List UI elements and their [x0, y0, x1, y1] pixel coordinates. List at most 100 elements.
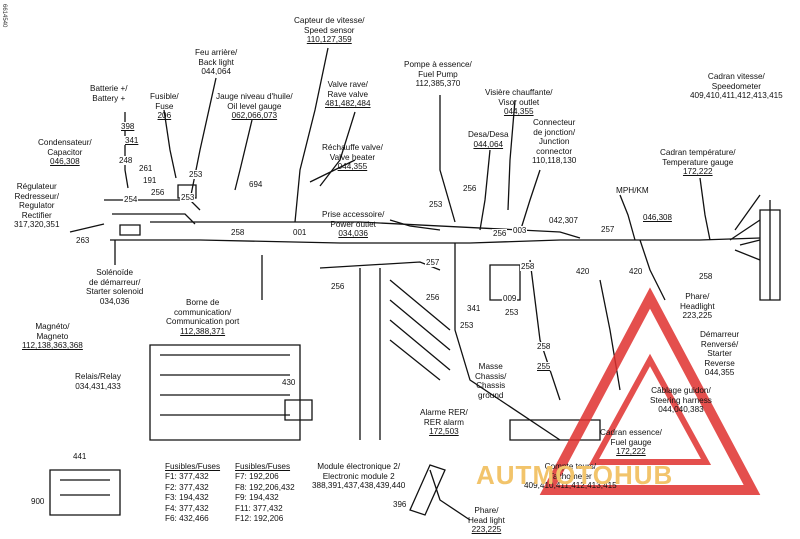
speedo-fan: [729, 194, 761, 261]
wire-263: 263: [75, 236, 91, 245]
wire-256-e: 256: [425, 293, 441, 302]
visor-lead: [507, 99, 516, 211]
main-harness-trunk: [110, 237, 761, 244]
wire-257-a: 257: [600, 225, 616, 234]
power-outlet-lead: [389, 219, 441, 231]
connector-small-4: [759, 209, 781, 301]
ecu-loop: [319, 261, 441, 271]
label-battery: Batterie +/Battery +: [90, 84, 128, 103]
wire-341: 341: [124, 136, 140, 145]
wire-256-d: 256: [330, 282, 346, 291]
speed-sensor-lead: [294, 47, 329, 223]
fuse-lead: [163, 109, 177, 179]
wire-420-b: 420: [628, 267, 644, 276]
wire-042-307: 042,307: [548, 216, 579, 225]
wire-396: 396: [392, 500, 408, 509]
battery-lead: [124, 112, 129, 189]
temp-gauge-lead: [699, 177, 711, 241]
wire-253-c: 253: [428, 200, 444, 209]
headlight-bottom-body: [409, 464, 446, 516]
relay-block: [284, 399, 313, 421]
fuse-box-inner: [160, 354, 290, 416]
wire-256-a: 256: [150, 188, 166, 197]
right-branch: [529, 259, 561, 401]
wire-254: 254: [123, 195, 139, 204]
document-id: 6614540: [1, 4, 7, 28]
wire-003: 003: [512, 226, 528, 235]
wire-253-b: 253: [180, 193, 196, 202]
connector-small-3: [489, 264, 521, 301]
module-bottom-left: [49, 469, 121, 516]
wire-258-b: 258: [698, 272, 714, 281]
wire-258-a: 258: [230, 228, 246, 237]
headlight-bottom-lead: [429, 469, 471, 521]
oil-gauge-lead: [234, 119, 253, 191]
desa-lead: [479, 149, 491, 231]
wire-398: 398: [120, 122, 136, 131]
secondary-trunk: [150, 221, 581, 239]
wire-420-a: 420: [575, 267, 591, 276]
wire-258-c: 258: [520, 262, 536, 271]
junction-lead: [519, 169, 541, 233]
watermark-text: AUTMOTOHUB: [476, 460, 674, 490]
wire-261: 261: [138, 164, 154, 173]
valve-heater-lead: [309, 159, 356, 183]
connector-small-1: [119, 224, 141, 236]
label-electronic-module-2: Module électronique 2/Electronic module …: [312, 462, 406, 491]
wire-256-c: 256: [492, 229, 508, 238]
regulator-lead: [69, 223, 105, 233]
wire-900: 900: [30, 497, 46, 506]
wire-191: 191: [142, 176, 158, 185]
center-down-harness: [454, 243, 501, 401]
headlight-branch: [639, 239, 666, 301]
wire-253-d: 253: [459, 321, 475, 330]
wire-046-308: 046,308: [642, 213, 673, 222]
fuse-box-outline: [149, 344, 301, 441]
wire-257-b: 257: [425, 258, 441, 267]
wire-694: 694: [248, 180, 264, 189]
fuel-pump-lead: [439, 95, 456, 223]
wire-253-e: 253: [504, 308, 520, 317]
fanout-1: [389, 279, 451, 381]
watermark-logo: [539, 287, 761, 495]
connector-small-2: [177, 184, 197, 199]
wire-248: 248: [118, 156, 134, 165]
wire-430: 430: [281, 378, 297, 387]
wire-255: 255: [536, 362, 552, 371]
wire-256-b: 256: [462, 184, 478, 193]
mph-lead: [619, 194, 636, 241]
wire-258-d: 258: [536, 342, 552, 351]
label-mph-km: MPH/KM: [616, 186, 649, 195]
wire-009: 009: [502, 294, 518, 303]
rave-valve-lead: [319, 111, 356, 187]
wire-253-a: 253: [188, 170, 204, 179]
wire-441: 441: [72, 452, 88, 461]
